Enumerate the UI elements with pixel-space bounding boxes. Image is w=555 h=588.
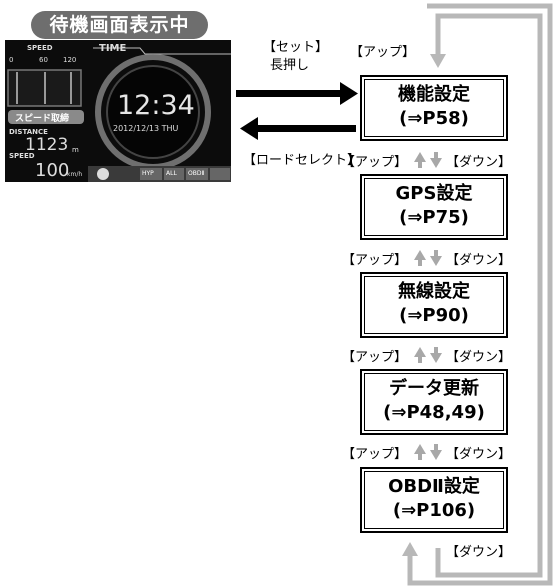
down-loop-inner xyxy=(435,13,543,578)
set-key-label: 【セット】 xyxy=(263,40,329,55)
menu-page-ref: (⇒P58) xyxy=(399,108,469,129)
screen-speed-label: SPEED xyxy=(27,44,53,52)
down-label-2: 【ダウン】 xyxy=(446,253,512,268)
road-select-arrow-shaft xyxy=(256,125,356,132)
screen-button-hyp: HYP xyxy=(142,170,154,177)
standby-screen-image: SPEED 0 60 120 TIME 12:34 2012/12/13 THU… xyxy=(5,40,231,182)
down-label-3: 【ダウン】 xyxy=(446,350,512,365)
menu-box-function-settings: 機能設定 (⇒P58) xyxy=(360,75,508,141)
screen-mode-label: スピード取締 xyxy=(15,114,70,124)
menu-title: OBDⅡ設定 xyxy=(388,476,480,497)
screen-date: 2012/12/13 THU xyxy=(113,124,179,133)
menu-page-ref: (⇒P48,49) xyxy=(383,402,485,423)
screen-speed-value: 100 xyxy=(35,160,70,181)
set-arrow-shaft xyxy=(236,90,342,97)
screen-button-all: ALL xyxy=(166,170,177,177)
loop-down-arrowhead xyxy=(430,54,446,68)
menu-box-radio-settings: 無線設定 (⇒P90) xyxy=(360,272,508,338)
screen-graphics xyxy=(5,40,231,182)
up-label-4: 【アップ】 xyxy=(342,447,408,462)
down-label-4: 【ダウン】 xyxy=(446,447,512,462)
screen-scale-120: 120 xyxy=(63,56,77,64)
menu-title: GPS設定 xyxy=(395,183,473,204)
menu-page-ref: (⇒P75) xyxy=(399,207,469,228)
menu-title: 無線設定 xyxy=(398,281,470,302)
top-up-label: 【アップ】 xyxy=(350,45,416,60)
screen-distance-value: 1123 xyxy=(25,135,69,155)
menu-box-gps-settings: GPS設定 (⇒P75) xyxy=(360,174,508,240)
menu-page-ref: (⇒P106) xyxy=(392,500,476,521)
up-label-1: 【アップ】 xyxy=(342,155,408,170)
standby-screen-badge: 待機画面表示中 xyxy=(31,11,208,39)
loop-up-arrowhead xyxy=(402,542,418,556)
down-label-1: 【ダウン】 xyxy=(446,155,512,170)
up-label-3: 【アップ】 xyxy=(342,350,408,365)
screen-distance-unit: m xyxy=(72,146,79,154)
road-select-label: 【ロードセレクト】 xyxy=(243,153,361,168)
set-arrowhead xyxy=(340,82,358,105)
menu-box-data-update: データ更新 (⇒P48,49) xyxy=(360,369,508,435)
screen-scale-60: 60 xyxy=(39,56,48,64)
bottom-down-label: 【ダウン】 xyxy=(446,545,512,560)
menu-title: データ更新 xyxy=(389,378,479,399)
up-loop-outer xyxy=(407,3,553,586)
screen-speed-unit: km/h xyxy=(67,171,83,178)
screen-speed-label-2: SPEED xyxy=(9,152,35,160)
menu-box-obd-settings: OBDⅡ設定 (⇒P106) xyxy=(360,467,508,533)
long-press-label: 長押し xyxy=(270,58,310,73)
menu-title: 機能設定 xyxy=(398,84,470,105)
screen-time-label: TIME xyxy=(99,43,127,54)
road-select-arrowhead xyxy=(240,117,258,140)
screen-scale-0: 0 xyxy=(9,56,14,64)
up-label-2: 【アップ】 xyxy=(342,253,408,268)
screen-button-obd: OBDⅡ xyxy=(188,170,205,177)
screen-clock: 12:34 xyxy=(117,90,195,121)
menu-page-ref: (⇒P90) xyxy=(399,305,469,326)
screen-distance-label: DISTANCE xyxy=(9,128,48,136)
